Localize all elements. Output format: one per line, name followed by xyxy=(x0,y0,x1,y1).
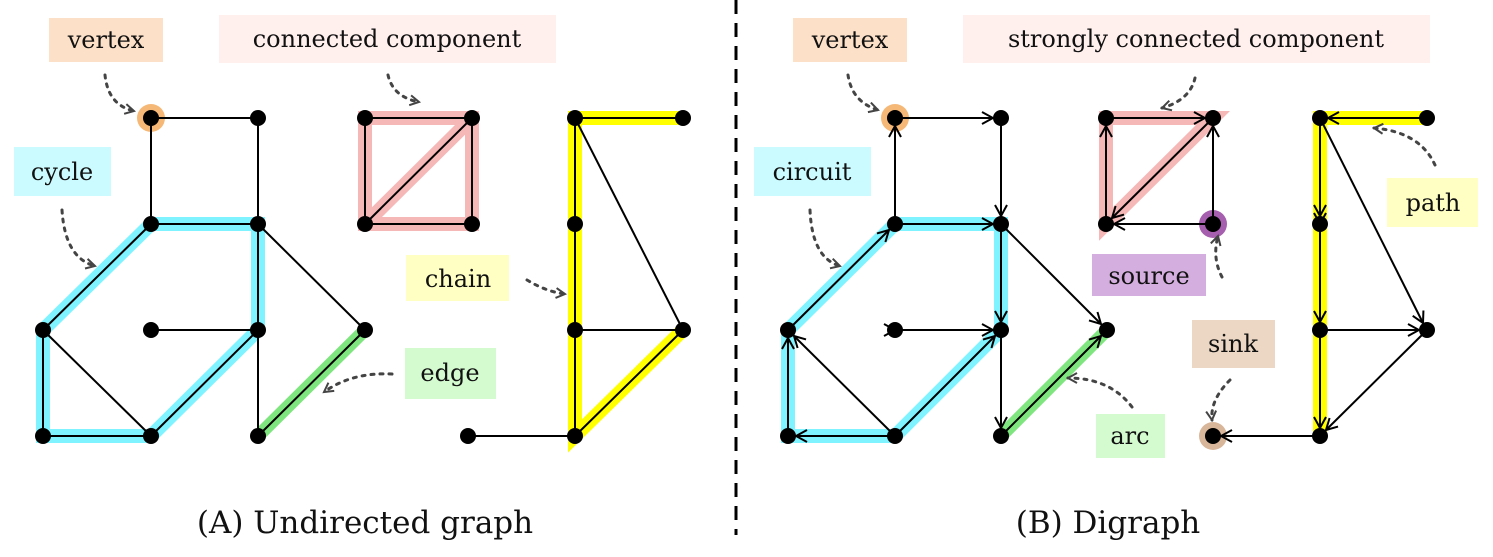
svg-text:chain: chain xyxy=(425,265,491,293)
panel-b-callouts xyxy=(808,73,1437,423)
label-edge: edge xyxy=(405,348,496,399)
label-arc: arc xyxy=(1096,414,1165,458)
svg-text:vertex: vertex xyxy=(67,26,145,54)
label-chain: chain xyxy=(406,255,509,301)
svg-text:connected component: connected component xyxy=(253,25,522,53)
chain-highlight xyxy=(568,111,688,453)
svg-text:arc: arc xyxy=(1110,422,1149,450)
directed-arcs xyxy=(788,118,1428,436)
label-sink: sink xyxy=(1192,320,1275,368)
label-digraph-vertex: vertex xyxy=(793,18,907,62)
label-path: path xyxy=(1387,178,1478,227)
undirected-edges xyxy=(42,117,684,437)
label-circuit: circuit xyxy=(754,147,871,196)
svg-text:circuit: circuit xyxy=(773,158,852,186)
label-strongly-connected-component: strongly connected component xyxy=(963,15,1430,63)
svg-text:sink: sink xyxy=(1208,330,1258,358)
panel-a-callouts xyxy=(60,73,568,394)
label-connected-component: connected component xyxy=(219,15,556,63)
undirected-nodes xyxy=(35,110,691,444)
svg-text:strongly connected component: strongly connected component xyxy=(1008,25,1384,53)
panel-digraph: vertex strongly connected component circ… xyxy=(754,15,1478,541)
label-cycle: cycle xyxy=(14,147,111,196)
panel-undirected-graph: vertex connected component cycle chain e… xyxy=(14,15,691,541)
label-source: source xyxy=(1092,254,1206,296)
svg-text:cycle: cycle xyxy=(31,158,93,186)
svg-text:path: path xyxy=(1406,189,1461,217)
svg-text:edge: edge xyxy=(420,359,479,387)
svg-text:vertex: vertex xyxy=(811,26,889,54)
label-vertex: vertex xyxy=(49,18,163,62)
caption-undirected-graph: (A) Undirected graph xyxy=(197,505,533,541)
caption-digraph: (B) Digraph xyxy=(1016,505,1201,541)
svg-text:source: source xyxy=(1108,262,1189,290)
digraph-nodes xyxy=(780,110,1435,444)
path-highlight xyxy=(1313,111,1427,436)
